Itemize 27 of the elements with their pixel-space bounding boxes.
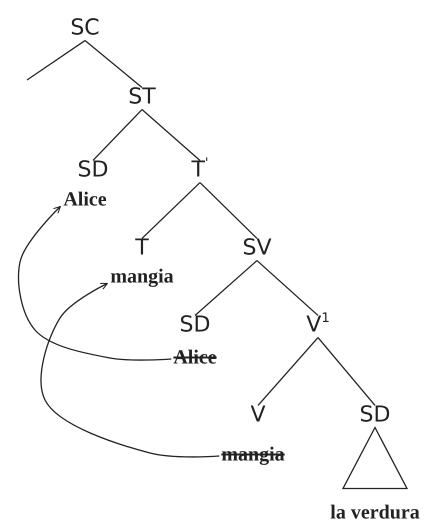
category-label: V$^{1}$: [306, 313, 330, 337]
tree-branch: [142, 109, 200, 161]
tree-branch: [142, 182, 200, 239]
tree-branch: [200, 182, 258, 239]
phrase-label: la verdura: [330, 502, 420, 524]
tree-branch: [256, 260, 318, 316]
category-label: SD: [78, 158, 108, 182]
category-label: T$^{'}$: [191, 158, 209, 182]
tree-branch: [92, 109, 142, 161]
word-label: mangia: [110, 266, 174, 288]
category-label: ST: [128, 85, 156, 109]
word-label: Alice: [63, 190, 107, 210]
category-label: SD: [360, 403, 390, 427]
tree-branch: [258, 337, 318, 406]
struck-word-label: mangia: [221, 444, 285, 466]
category-label: V: [250, 403, 266, 427]
movement-arrow: [18, 206, 172, 361]
category-label: T: [135, 236, 149, 260]
tree-branch: [318, 337, 376, 406]
struck-word-label: Alice: [173, 348, 217, 368]
category-label: SD: [180, 313, 210, 337]
category-label: SC: [70, 16, 100, 40]
tree-branch: [26, 40, 86, 81]
tree-branch: [194, 260, 258, 316]
movement-arrow: [40, 282, 220, 458]
tree-branch: [84, 40, 142, 88]
category-label: SV: [242, 236, 272, 260]
